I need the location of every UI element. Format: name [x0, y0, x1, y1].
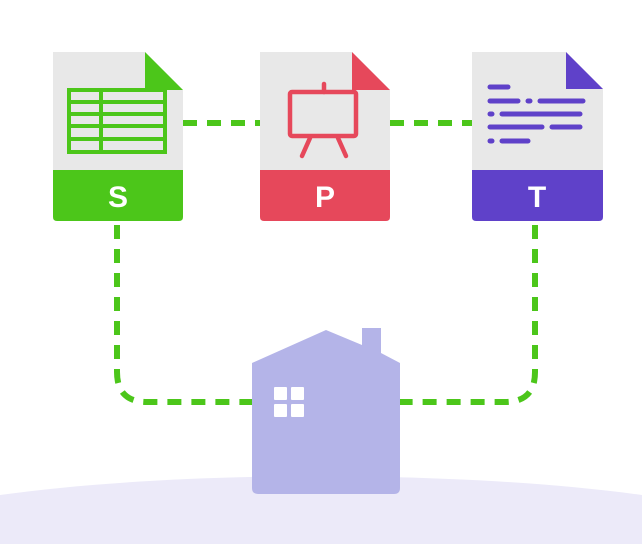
- house-icon: [252, 328, 400, 494]
- file-letter-p: P: [315, 181, 335, 214]
- file-presentation: P: [260, 52, 390, 221]
- connector-s-house: [114, 225, 255, 405]
- file-band: [53, 170, 183, 221]
- house-body: [252, 328, 400, 494]
- file-band: [260, 170, 390, 221]
- text-lines-icon: [487, 84, 586, 144]
- file-spreadsheet: S: [53, 52, 183, 221]
- connector-lines: [114, 120, 538, 405]
- file-letter-t: T: [528, 181, 546, 214]
- connector-t-house: [400, 225, 538, 405]
- file-fold-corner: [145, 52, 183, 90]
- file-band: [472, 170, 603, 221]
- spreadsheet-icon: [67, 88, 167, 154]
- file-fold-corner: [566, 52, 603, 89]
- presentation-easel-icon: [287, 81, 359, 159]
- file-letter-s: S: [108, 181, 128, 214]
- file-fold-corner: [352, 52, 390, 90]
- house-window: [274, 387, 304, 417]
- file-paper: [260, 52, 390, 170]
- ground-hill: [0, 476, 642, 544]
- file-text: T: [472, 52, 603, 221]
